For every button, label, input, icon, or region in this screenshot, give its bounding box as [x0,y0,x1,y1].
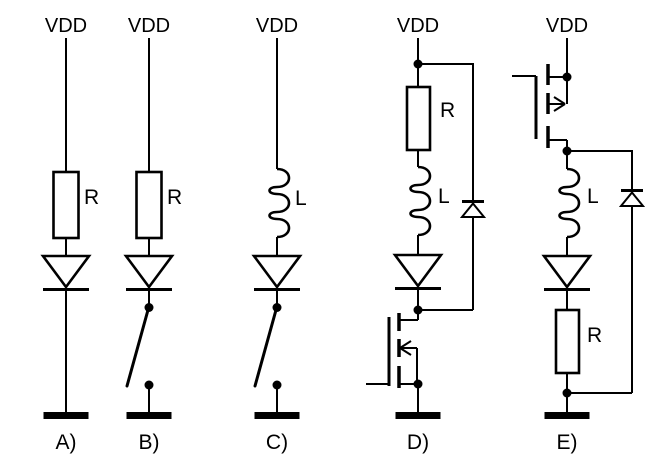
resistor-label: R [587,324,602,347]
freewheeling-diode-branch [418,63,487,311]
switch-open-symbol [125,303,154,390]
switch-blade [125,308,150,388]
resistor-label: R [84,186,99,209]
freewheeling-diode-branch [567,150,646,394]
inductor-symbol [558,167,581,239]
vdd-label: VDD [128,15,170,37]
wire [567,150,633,189]
switch-open-symbol [253,303,282,390]
diode-symbol [251,254,303,290]
circuit-c: VDD L C) [251,15,307,454]
circuit-caption: C) [266,431,288,454]
arrow-out [553,103,566,112]
resistor-symbol [135,170,163,240]
resistor-symbol [52,170,80,240]
resistor-label: R [167,186,182,209]
arrow-in [399,347,412,356]
diode-symbol [123,254,175,290]
vdd-label: VDD [397,15,439,37]
resistor-label: R [440,99,455,122]
circuit-e: VDD L [512,15,646,454]
circuit-d: VDD R L [366,15,487,454]
inductor-label: L [438,185,450,208]
vdd-label: VDD [546,15,588,37]
diode-symbol [392,253,444,289]
arrow-in [399,340,412,349]
freewheeling-diode-symbol [618,190,646,207]
vdd-label: VDD [256,15,298,37]
freewheeling-diode-symbol [459,201,487,218]
circuit-caption: D) [407,431,429,454]
diode-symbol [541,254,593,290]
arrow-out [553,96,566,105]
resistor-symbol [405,85,432,152]
wire [418,63,474,200]
circuit-a: VDD R A) [40,15,99,454]
circuit-caption: A) [56,431,77,454]
inductor-label: L [295,187,307,210]
nmos-transistor-symbol [366,310,423,389]
pmos-transistor-symbol [512,64,572,156]
circuit-b: VDD R B) [123,15,182,454]
diode-symbol [40,254,92,290]
switch-blade [253,308,278,388]
inductor-symbol [409,165,432,237]
junction-dot [562,388,572,398]
circuit-caption: E) [557,431,578,454]
resistor-symbol [554,308,581,375]
inductor-label: L [587,185,599,208]
inductor-symbol [268,167,291,239]
vdd-label: VDD [45,15,87,37]
circuit-caption: B) [139,431,160,454]
